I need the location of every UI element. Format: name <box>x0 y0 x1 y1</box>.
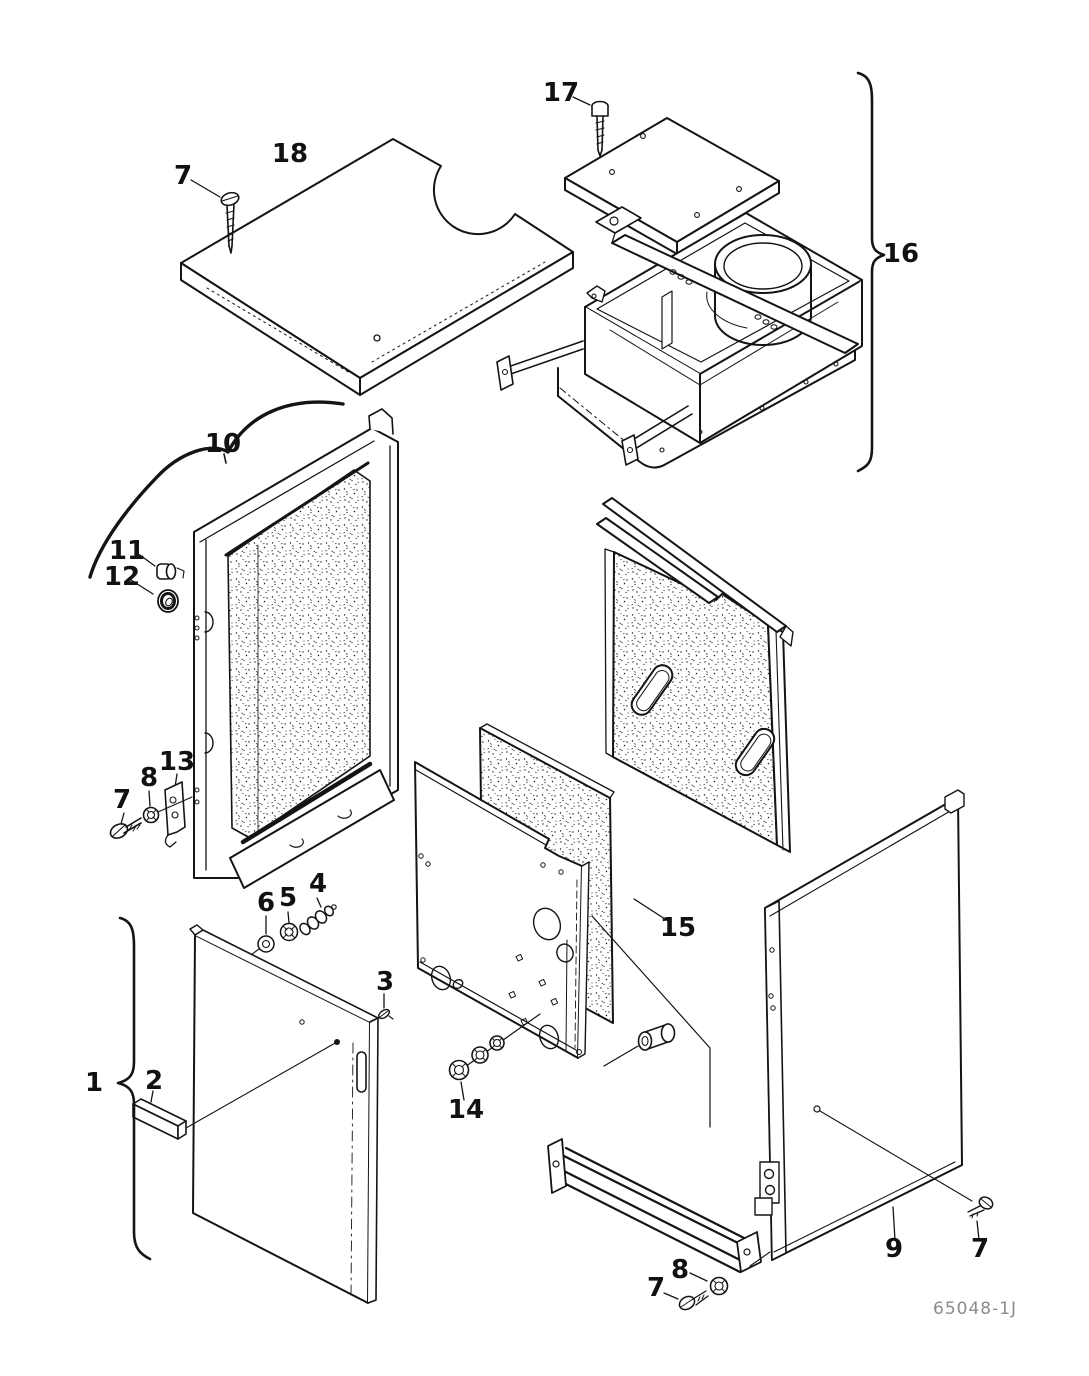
callout-1-front-panel: 1 <box>85 1068 103 1098</box>
callout-9-side-panel: 9 <box>885 1234 903 1264</box>
screw-7-top-left <box>190 179 240 254</box>
side-panel-9 <box>754 789 994 1261</box>
callout-3-screw: 3 <box>376 967 394 997</box>
callout-11-knob: 11 <box>109 536 145 566</box>
top-panel-18 <box>180 138 574 396</box>
callout-4-fitting: 4 <box>309 869 327 899</box>
blower-assembly-16 <box>496 71 886 473</box>
door-knob-11 <box>136 552 185 580</box>
callout-7-side: 7 <box>971 1234 989 1264</box>
callout-15-insulation: 15 <box>660 913 696 943</box>
callout-7-door: 7 <box>113 785 131 815</box>
nut-washer-set-14 <box>448 1013 541 1101</box>
screw-17 <box>572 96 609 157</box>
washer-8-bottom <box>689 1272 729 1296</box>
door-grommet-12 <box>130 579 179 613</box>
brace-1 <box>116 916 152 1261</box>
callout-14-nuts: 14 <box>448 1095 484 1125</box>
handle-bracket-2 <box>132 1090 187 1140</box>
callout-5-washer: 5 <box>279 883 297 913</box>
callout-2-bracket: 2 <box>145 1066 163 1096</box>
spacer-bushing <box>603 1023 676 1067</box>
door-leader-curve <box>88 400 345 579</box>
callout-8-door: 8 <box>140 763 158 793</box>
callout-7-top-left: 7 <box>174 161 192 191</box>
back-insulation-panel <box>596 497 794 853</box>
fasteners-4-5-6 <box>239 897 337 964</box>
support-strap <box>595 206 859 354</box>
callout-10-door: 10 <box>205 429 241 459</box>
door-panel-10 <box>88 400 399 889</box>
callout-18-top-panel: 18 <box>272 139 308 169</box>
screw-7-side <box>967 1196 994 1241</box>
callout-16-blower: 16 <box>883 239 919 269</box>
screw-3 <box>377 993 394 1020</box>
callout-13-bracket: 13 <box>159 747 195 777</box>
callout-8-rail: 8 <box>671 1255 689 1285</box>
door-hardware-7-8-13 <box>109 773 193 848</box>
callout-6-washer: 6 <box>257 888 275 918</box>
screw-7-bottom <box>663 1290 709 1311</box>
bottom-rail <box>547 1138 771 1311</box>
callout-7-rail: 7 <box>647 1273 665 1303</box>
drawing-number: 65048-1J <box>933 1299 1017 1319</box>
front-panel-1 <box>116 916 394 1304</box>
brace-16 <box>856 71 886 473</box>
callout-17-screw: 17 <box>543 78 579 108</box>
callout-labels: 7 18 17 16 10 11 12 13 8 7 6 5 4 3 1 2 1… <box>85 78 1017 1319</box>
callout-12-grommet: 12 <box>104 562 140 592</box>
inner-panel-group <box>414 723 711 1128</box>
